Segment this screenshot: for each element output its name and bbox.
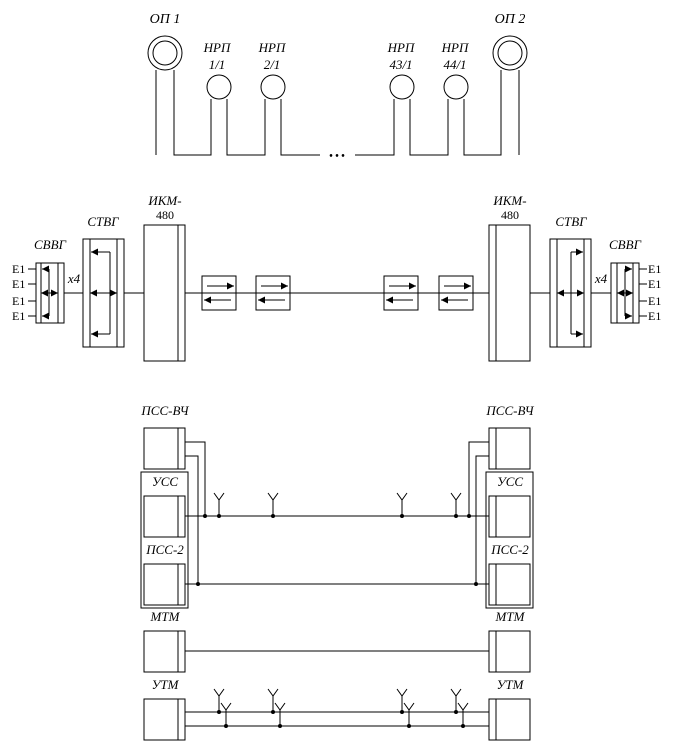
uss-right: [488, 495, 531, 538]
pss2-left-label: ПСС-2: [145, 542, 184, 557]
ikm-right-label: ИКМ-: [492, 193, 526, 208]
utm-left-label: УТМ: [152, 677, 180, 692]
nrp44-label: НРП: [441, 40, 470, 55]
pss2-right: [488, 563, 531, 606]
e1-left-2: E1: [12, 277, 25, 291]
nrp44-number: 44/1: [443, 57, 466, 72]
nrp2-number: 2/1: [264, 57, 281, 72]
e1-right-1: E1: [648, 262, 661, 276]
mtm-left-label: МТМ: [150, 609, 181, 624]
mult-right-label: x4: [594, 271, 608, 286]
e1-right-2: E1: [648, 277, 661, 291]
pss2-left: [143, 563, 186, 606]
stvg-right-label: СТВГ: [555, 214, 587, 229]
utm-left: [143, 698, 186, 741]
svvg-left: [28, 262, 65, 324]
junction-dot: [196, 582, 200, 586]
nrp43-station: [389, 74, 415, 100]
junction-dot: [203, 514, 207, 518]
mtm-right-label: МТМ: [495, 609, 526, 624]
nrp1-station: [206, 74, 232, 100]
regenerator-1: [201, 275, 237, 311]
pss-vch-wires-left: [185, 441, 206, 584]
stvg-right: [549, 238, 592, 348]
ikm-left-label: ИКМ-: [147, 193, 181, 208]
svvg-right-label: СВВГ: [609, 237, 642, 252]
utm-phone-taps: [213, 688, 469, 728]
pss-vch-left: [143, 427, 186, 470]
stvg-left-label: СТВГ: [87, 214, 119, 229]
utm-right-label: УТМ: [497, 677, 525, 692]
op2-station: [492, 35, 528, 71]
junction-dot: [474, 582, 478, 586]
e1-right-3: E1: [648, 294, 661, 308]
rack-frame-left: [140, 471, 189, 609]
regenerator-2: [255, 275, 291, 311]
e1-left-1: E1: [12, 262, 25, 276]
uss-left: [143, 495, 186, 538]
nrp43-number: 43/1: [389, 57, 412, 72]
pss-vch-right-label: ПСС-ВЧ: [485, 403, 534, 418]
svvg-right: [610, 262, 647, 324]
svvg-left-label: СВВГ: [34, 237, 67, 252]
junction-dot: [467, 514, 471, 518]
e1-left-3: E1: [12, 294, 25, 308]
regenerator-43: [383, 275, 419, 311]
op2-label: ОП 2: [495, 12, 526, 27]
mtm-right: [488, 630, 531, 673]
nrp1-label: НРП: [203, 40, 232, 55]
cable-route-right: [355, 70, 520, 156]
nrp44-station: [443, 74, 469, 100]
nrp1-number: 1/1: [209, 57, 226, 72]
stvg-left: [82, 238, 125, 348]
cable-route-left: [155, 70, 320, 156]
nrp2-station: [260, 74, 286, 100]
rack-frame-right: [485, 471, 534, 609]
ikm-480-left: [143, 224, 186, 362]
uss-left-label: УСС: [152, 474, 178, 489]
pss-vch-wires-right: [468, 441, 489, 584]
ikm-480-right: [488, 224, 531, 362]
e1-left-4: E1: [12, 309, 25, 323]
uss-phone-taps: [213, 492, 462, 516]
route-ellipsis: • • •: [329, 151, 345, 162]
line-route-section: ОП 1 ОП 2 НРП 1/1 НРП 2/1 НРП 43/1 НРП 4…: [147, 12, 528, 162]
ikm-right-number: 480: [501, 208, 519, 222]
ikm-left-number: 480: [156, 208, 174, 222]
op1-station: [147, 35, 183, 71]
nrp2-label: НРП: [258, 40, 287, 55]
e1-right-4: E1: [648, 309, 661, 323]
mtm-left: [143, 630, 186, 673]
op1-label: ОП 1: [150, 12, 181, 27]
uss-right-label: УСС: [497, 474, 523, 489]
mult-left-label: x4: [67, 271, 81, 286]
pss2-right-label: ПСС-2: [490, 542, 529, 557]
pss-vch-left-label: ПСС-ВЧ: [140, 403, 189, 418]
equipment-chain-section: ИКМ- 480 ИКМ- 480 СТВГ СТВГ СВВГ СВВГ x4…: [12, 193, 661, 362]
pss-vch-right: [488, 427, 531, 470]
nrp43-label: НРП: [387, 40, 416, 55]
service-comm-section: ПСС-ВЧ ПСС-ВЧ УСС УСС ПСС-2 ПСС-2 МТМ МТ…: [140, 403, 535, 741]
regenerator-44: [438, 275, 474, 311]
utm-right: [488, 698, 531, 741]
